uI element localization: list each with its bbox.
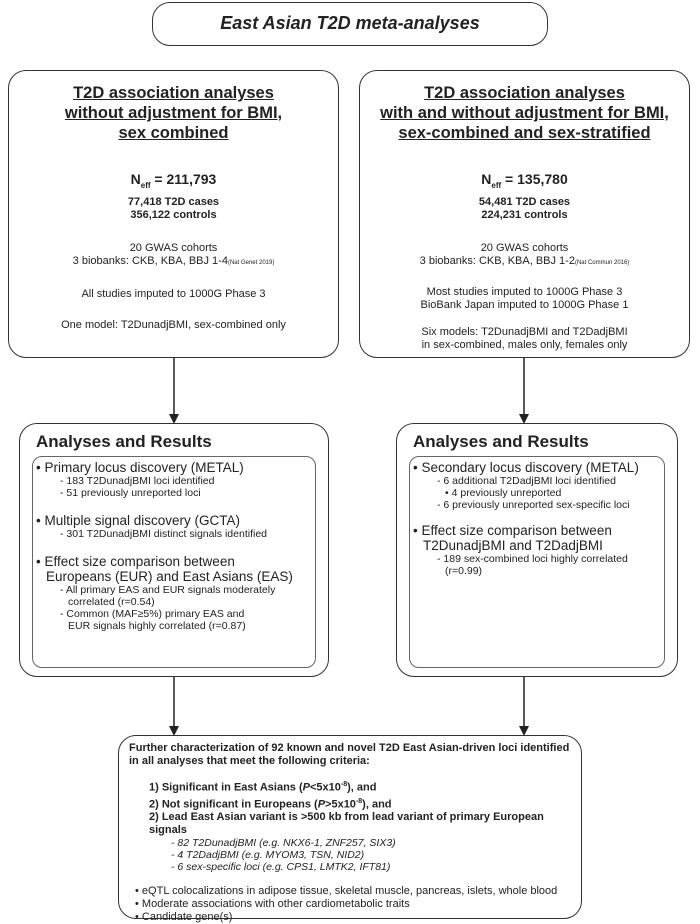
right-bullet-2: • Effect size comparison between [413, 523, 612, 538]
loci-group-3: - 6 sex-specific loci (e.g. CPS1, LMTK2,… [171, 861, 391, 874]
left-bullet-3-line-2: Europeans (EUR) and East Asians (EAS) [46, 569, 293, 584]
left-bullet-3-sub-1b: correlated (r=0.54) [68, 596, 155, 608]
left-bullet-2-sub-1: - 301 T2DunadjBMI distinct signals ident… [60, 528, 268, 540]
right-results-heading: Analyses and Results [413, 432, 589, 451]
right-controls: 224,231 controls [481, 208, 568, 221]
left-bullet-2: • Multiple signal discovery (GCTA) [36, 513, 241, 528]
right-heading-3: sex-combined and sex-stratified [398, 124, 651, 142]
right-model-1: Six models: T2DunadjBMI and T2DadjBMI [421, 325, 628, 338]
left-cohorts: 20 GWAS cohorts [129, 241, 218, 254]
left-heading-2: without adjustment for BMI, [64, 104, 283, 122]
right-bullet-1-sub-2: • 4 previously unreported [445, 487, 562, 499]
criterion-3: 2) Lead East Asian variant is >500 kb fr… [149, 811, 544, 837]
title-box: East Asian T2D meta-analyses [152, 2, 548, 46]
criterion-1: 1) Significant in East Asians (P<5x10-8)… [149, 781, 377, 794]
right-cohorts: 20 GWAS cohorts [480, 241, 569, 254]
left-cases: 77,418 T2D cases [127, 195, 220, 208]
left-imputation: All studies imputed to 1000G Phase 3 [81, 287, 266, 300]
left-bullet-3: • Effect size comparison between [36, 554, 235, 569]
followup-2: • Moderate associations with other cardi… [135, 898, 410, 911]
right-biobanks: 3 biobanks: CKB, KBA, BBJ 1-2(Nat Commun… [419, 254, 630, 267]
left-biobanks: 3 biobanks: CKB, KBA, BBJ 1-4(Nat Genet … [72, 254, 275, 267]
left-heading-3: sex combined [118, 124, 229, 142]
left-results-box: Analyses and Results • Primary locus dis… [19, 423, 329, 677]
characterization-box: Further characterization of 92 known and… [118, 735, 582, 923]
right-design-box: T2D association analyses with and withou… [359, 70, 690, 358]
left-heading-1: T2D association analyses [73, 84, 274, 102]
right-heading-2: with and without adjustment for BMI, [380, 104, 669, 122]
right-bullet-1: • Secondary locus discovery (METAL) [413, 460, 639, 475]
right-neff: Neff = 135,780 [481, 171, 568, 190]
right-bullet-1-sub-3: - 6 previously unreported sex-specific l… [437, 499, 630, 511]
left-controls: 356,122 controls [130, 208, 217, 221]
right-results-box: Analyses and Results • Secondary locus d… [396, 423, 678, 677]
right-results-inner [409, 456, 665, 668]
right-imputation-1: Most studies imputed to 1000G Phase 3 [426, 285, 623, 298]
bottom-intro-2: in all analyses that meet the following … [129, 755, 370, 767]
left-model: One model: T2DunadjBMI, sex-combined onl… [61, 318, 286, 331]
left-design-box: T2D association analyses without adjustm… [8, 70, 339, 358]
criterion-2: 2) Not significant in Europeans (P>5x10-… [149, 797, 392, 811]
left-bullet-1-sub-1: - 183 T2DunadjBMI loci identified [60, 475, 215, 487]
left-bullet-3-sub-2b: EUR signals highly correlated (r=0.87) [68, 620, 246, 632]
bottom-intro-1: Further characterization of 92 known and… [129, 742, 570, 754]
left-bullet-3-sub-1a: - All primary EAS and EUR signals modera… [60, 584, 276, 596]
right-bullet-2-sub-1a: - 189 sex-combined loci highly correlate… [437, 553, 628, 565]
right-bullet-2-sub-1b: (r=0.99) [445, 565, 483, 577]
right-bullet-2-line-2: T2DunadjBMI and T2DadjBMI [423, 538, 603, 553]
left-results-heading: Analyses and Results [36, 432, 212, 451]
right-cases: 54,481 T2D cases [478, 195, 571, 208]
loci-group-2: - 4 T2DadjBMI (e.g. MYOM3, TSN, NID2) [171, 849, 365, 862]
left-bullet-1-sub-2: - 51 previously unreported loci [60, 487, 201, 499]
diagram-title: East Asian T2D meta-analyses [220, 13, 480, 33]
followup-1: • eQTL colocalizations in adipose tissue… [135, 885, 558, 898]
right-bullet-1-sub-1: - 6 additional T2DadjBMI loci identified [437, 475, 616, 487]
left-bullet-1: • Primary locus discovery (METAL) [36, 460, 244, 475]
left-bullet-3-sub-2a: - Common (MAF≥5%) primary EAS and [60, 608, 245, 620]
loci-group-1: - 82 T2DunadjBMI (e.g. NKX6-1, ZNF257, S… [171, 837, 396, 850]
left-neff: Neff = 211,793 [130, 171, 217, 190]
right-imputation-2: BioBank Japan imputed to 1000G Phase 1 [420, 298, 629, 311]
left-results-inner [32, 456, 316, 668]
right-model-2: in sex-combined, males only, females onl… [421, 338, 628, 351]
followup-3: • Candidate gene(s) [135, 911, 233, 924]
right-heading-1: T2D association analyses [424, 84, 625, 102]
